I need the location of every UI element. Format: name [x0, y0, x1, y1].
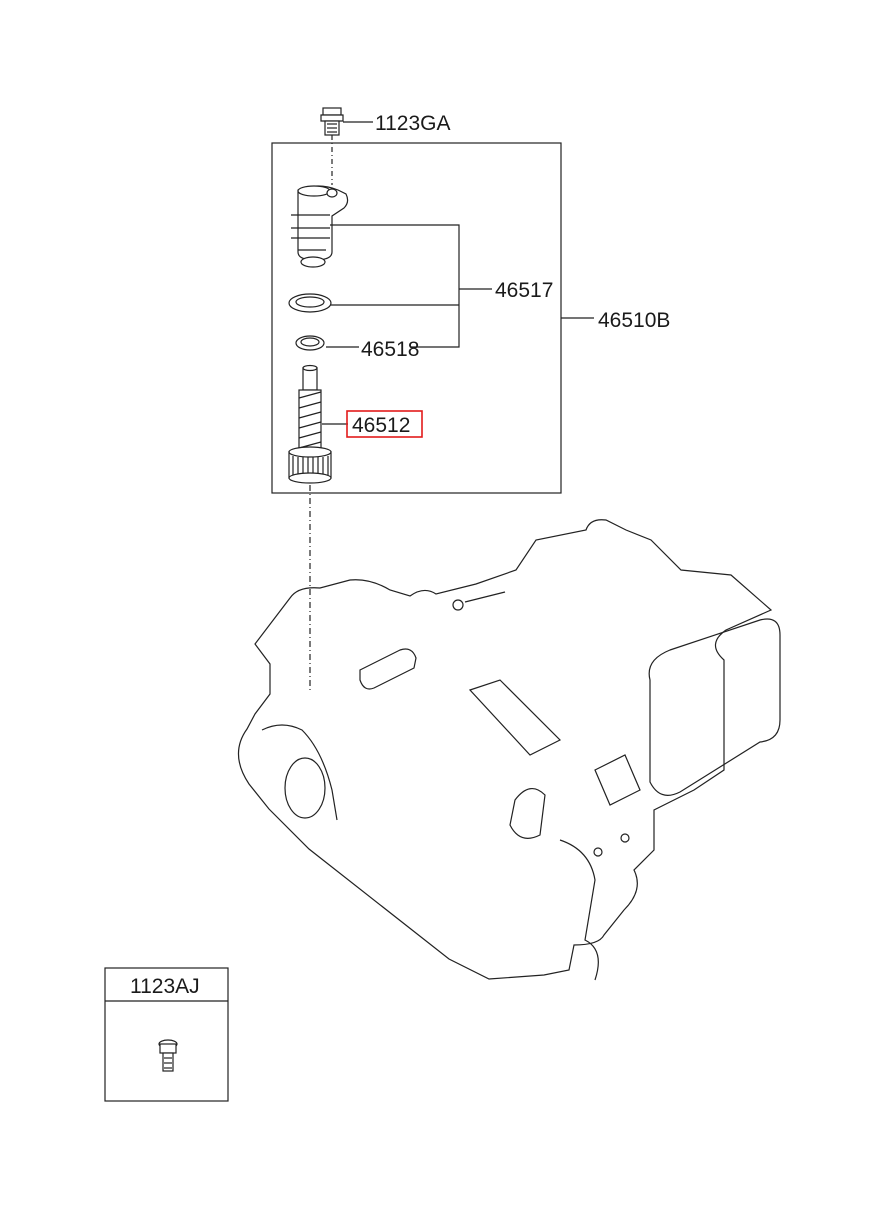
legend-bolt-icon[interactable]	[158, 1039, 178, 1072]
callout-1123ga[interactable]: 1123GA	[375, 112, 451, 135]
callout-46510b[interactable]: 46510B	[598, 309, 670, 332]
driven-gear-shaft-icon[interactable]	[288, 364, 332, 484]
seal-ring-icon[interactable]	[295, 335, 325, 351]
bolt-icon[interactable]	[320, 107, 344, 136]
speedometer-sensor-icon[interactable]	[291, 185, 349, 268]
transaxle-housing-icon[interactable]	[237, 519, 781, 981]
legend-box	[104, 967, 229, 1102]
o-ring-icon[interactable]	[288, 293, 332, 313]
callout-46518[interactable]: 46518	[361, 338, 419, 361]
legend-label-1123aj[interactable]: 1123AJ	[130, 975, 200, 998]
callout-46517[interactable]: 46517	[495, 279, 553, 302]
callout-46512[interactable]: 46512	[352, 414, 410, 437]
highlight-46512	[346, 410, 423, 438]
